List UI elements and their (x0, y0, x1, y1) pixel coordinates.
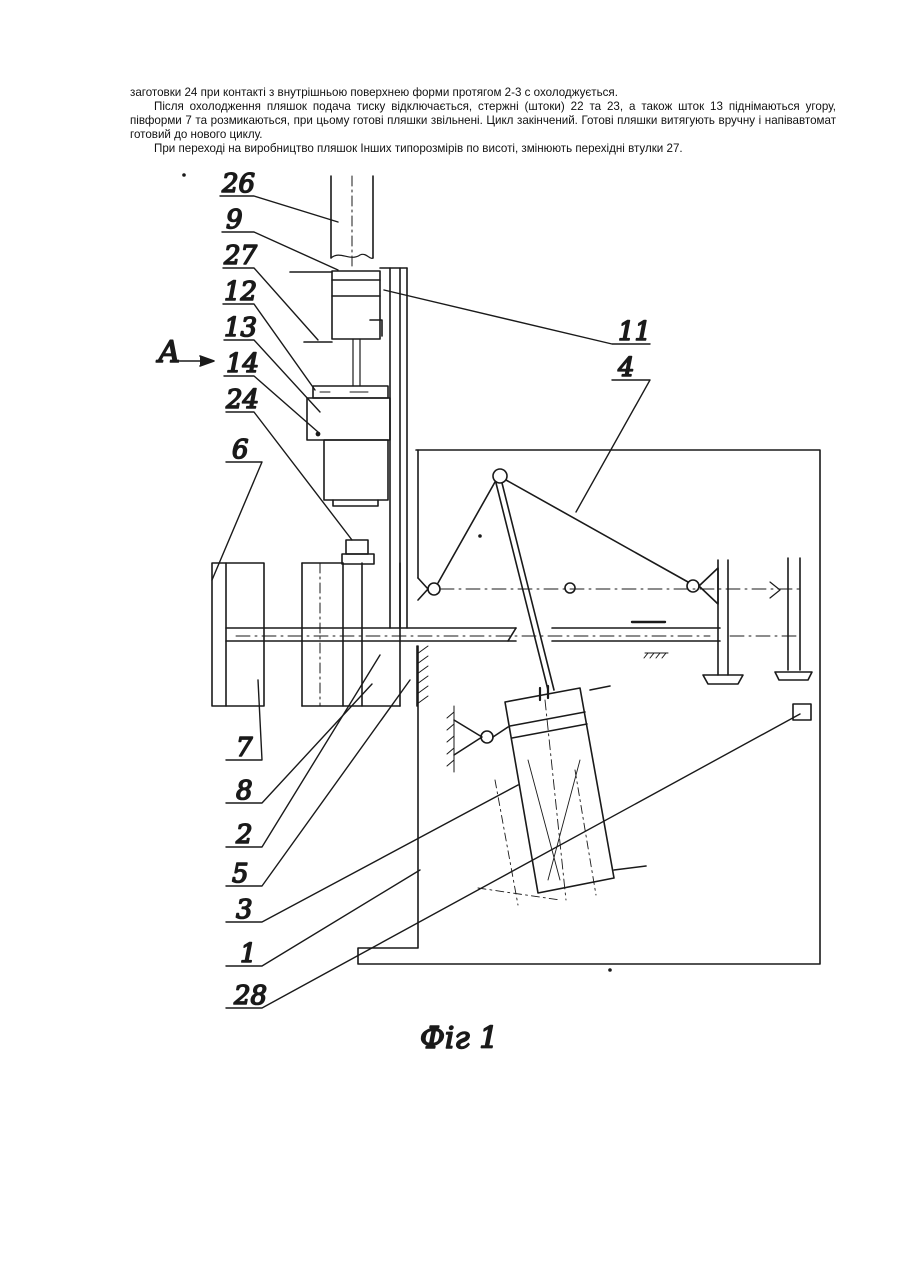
head-block (307, 386, 390, 506)
label-2: 2 (235, 820, 253, 850)
lever-linkage (418, 469, 800, 690)
label-14: 14 (226, 349, 259, 379)
view-arrow-a (180, 356, 214, 366)
label-3: 3 (236, 895, 253, 925)
label-13: 13 (224, 313, 257, 343)
label-7: 7 (236, 733, 253, 763)
figure-caption: Фіг 1 (420, 1021, 498, 1056)
label-1: 1 (240, 939, 257, 969)
ground-hatch (447, 653, 668, 772)
leader-lines (212, 196, 800, 1008)
label-24: 24 (225, 385, 259, 415)
horizontal-rod (226, 622, 720, 641)
label-6: 6 (232, 435, 249, 465)
label-27: 27 (223, 241, 258, 271)
label-8: 8 (236, 776, 253, 806)
tilted-cylinder (454, 686, 646, 905)
label-5: 5 (232, 859, 249, 889)
label-11: 11 (618, 317, 651, 347)
preform-24 (342, 540, 374, 564)
label-28: 28 (233, 981, 267, 1011)
label-12: 12 (224, 277, 257, 307)
upper-cylinder-block (290, 271, 382, 386)
view-label-a: А (156, 335, 181, 370)
label-26: 26 (221, 169, 255, 199)
right-support (703, 558, 812, 720)
label-9: 9 (226, 205, 243, 235)
label-4: 4 (617, 353, 635, 383)
vertical-column (380, 268, 407, 628)
